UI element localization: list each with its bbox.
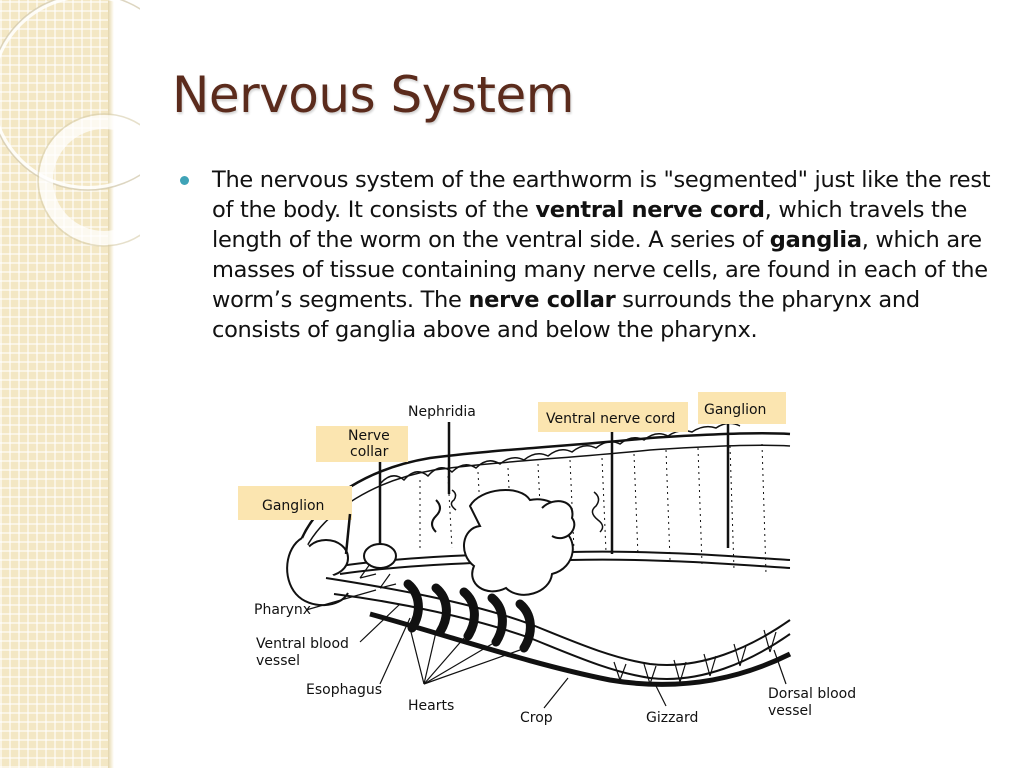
bullet-dot [180,176,189,185]
label-hearts: Hearts [408,698,454,714]
label-ganglion-top: Ganglion [704,402,766,418]
paragraph-run: The nervous system of the earthworm is "… [212,167,991,223]
paragraph-run: , which travels the length of the worm o… [212,197,968,253]
label-ganglion-left: Ganglion [262,498,324,514]
bold-term: ventral nerve cord [535,197,765,223]
label-gizzard: Gizzard [646,710,698,726]
label-esophagus: Esophagus [306,682,382,698]
label-nerve-collar-2: collar [350,444,389,460]
label-pharynx: Pharynx [254,602,311,618]
label-ventral-nerve-cord: Ventral nerve cord [546,411,675,427]
label-crop: Crop [520,710,553,726]
bold-term: nerve collar [468,287,616,313]
earthworm-diagram: Nephridia Ventral nerve cord Ganglion Ne… [238,392,856,726]
sidebar-edge [108,0,114,768]
page-title: Nervous System [172,66,574,124]
label-nerve-collar-1: Nerve [348,428,390,444]
label-ventral-blood-1: Ventral blood [256,636,349,652]
label-dorsal-blood-2: vessel [768,703,812,719]
label-dorsal-blood-1: Dorsal blood [768,686,856,702]
decorative-rings [0,0,140,247]
label-ventral-blood-2: vessel [256,653,300,669]
label-nephridia: Nephridia [408,404,476,420]
body-paragraph: The nervous system of the earthworm is "… [212,165,997,345]
paragraph-run: , which are masses of tissue containing … [212,227,988,313]
paragraph-run: surrounds the pharynx and consists of ga… [212,287,920,343]
bold-term: ganglia [769,227,862,253]
